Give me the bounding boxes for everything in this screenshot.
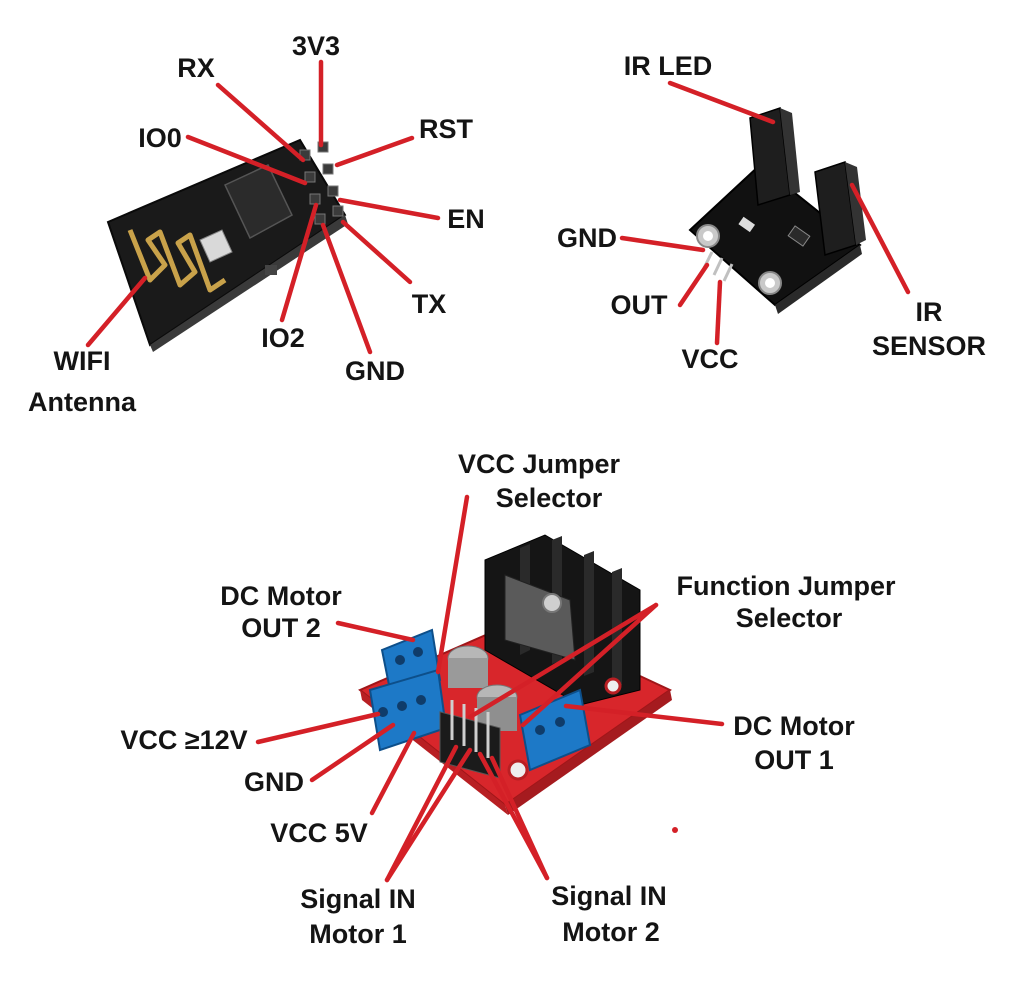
label-vcc-jumper-line1: VCC Jumper [457,449,621,479]
label-3v3: 3V3 [291,31,341,61]
label-sig2-line2: Motor 2 [562,917,660,947]
label-io0: IO0 [138,123,182,153]
callout-out [677,262,710,308]
callout-dc-out1 [563,703,725,727]
callout-vcc12 [255,711,381,745]
label-function-jumper-line2: Selector [735,603,843,633]
label-vcc12: VCC ≥12V [120,725,248,755]
callout-rx [215,82,306,163]
callout-io0 [185,134,308,186]
label-ir-sensor-line1: IR [915,297,943,327]
callout-tx [340,219,413,285]
label-en: EN [447,204,485,234]
label-wifi-line1: WIFI [53,346,111,376]
label-io2: IO2 [261,323,305,353]
label-dc-out2-line2: OUT 2 [241,613,321,643]
stray-dot [672,827,678,833]
callout-gnd-l298 [309,722,396,783]
callout-vcc-ir [714,279,723,346]
callout-vcc-jumper [435,494,470,675]
label-dc-out1-line1: DC Motor [733,711,855,741]
callout-dc-out2 [335,620,416,643]
callout-sig2-b [489,755,550,881]
label-dc-out2-line1: DC Motor [220,581,342,611]
label-out: OUT [610,290,668,320]
label-dc-out1-line2: OUT 1 [754,745,834,775]
label-sig2-line1: Signal IN [551,881,667,911]
callout-gnd-ir [619,235,706,253]
label-rst: RST [419,114,473,144]
esp-chip [223,164,293,240]
label-rx: RX [177,53,215,83]
callout-lines [85,59,911,883]
callout-ir-led [667,80,776,125]
label-vcc-jumper-line2: Selector [495,483,603,513]
label-sig1-line2: Motor 1 [309,919,407,949]
antenna-trace [127,229,227,293]
label-wifi-line2: Antenna [28,387,136,417]
label-gnd-ir: GND [557,223,617,253]
l298n-board-icon [358,534,672,815]
label-ir-led: IR LED [623,51,713,81]
callout-ir-sensor [849,182,911,295]
label-tx: TX [411,289,447,319]
callout-io2 [279,202,319,323]
callout-vcc5 [369,730,417,816]
label-function-jumper-line1: Function Jumper [676,571,896,601]
label-gnd-l298: GND [244,767,304,797]
label-vcc-ir: VCC [681,344,739,374]
callout-function-jumper-a [467,602,659,720]
label-vcc5: VCC 5V [270,818,368,848]
label-gnd-esp: GND [345,356,405,386]
esp01-module-icon [106,138,348,352]
label-sig1-line1: Signal IN [300,884,416,914]
callout-function-jumper-b [520,602,659,728]
label-ir-sensor-line2: SENSOR [871,331,987,361]
callout-gnd-esp [320,222,373,355]
callout-wifi [85,275,148,348]
ir-module-icon [688,106,866,314]
callout-rst [334,135,415,168]
callout-sig1-b [384,747,473,883]
callout-en [337,197,441,221]
